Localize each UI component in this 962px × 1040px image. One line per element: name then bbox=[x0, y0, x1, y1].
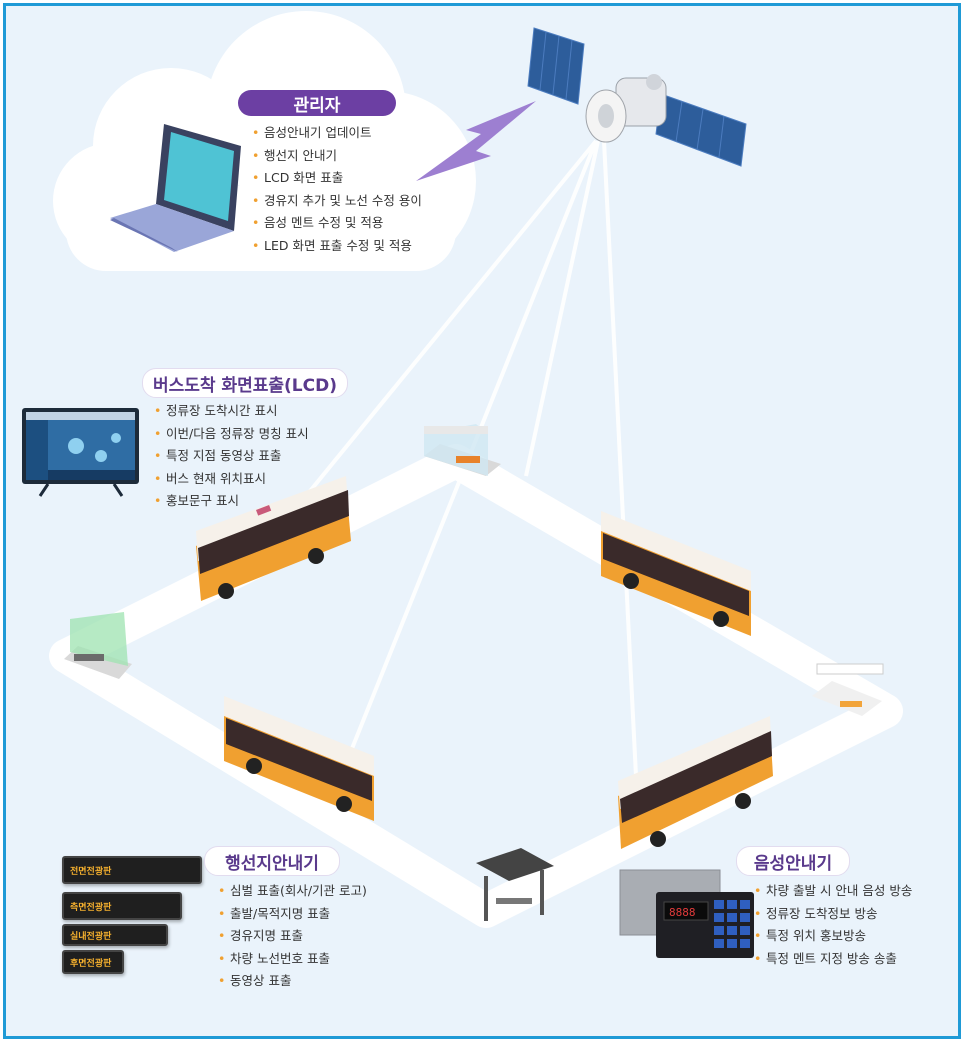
lcd-feature-list: 정류장 도착시간 표시 이번/다음 정류장 명칭 표시 특정 지점 동영상 표출… bbox=[154, 400, 309, 513]
list-item: LCD 화면 표출 bbox=[252, 167, 422, 190]
led-sign-icon: 전면전광판 bbox=[62, 856, 202, 884]
list-item: 정류장 도착시간 표시 bbox=[154, 400, 309, 423]
led-sign-icon: 후면전광판 bbox=[62, 950, 124, 974]
list-item: 특정 지점 동영상 표출 bbox=[154, 445, 309, 468]
led-sign-icon: 실내전광판 bbox=[62, 924, 168, 946]
led-sign-icon: 측면전광판 bbox=[62, 892, 182, 920]
list-item: 특정 멘트 지정 방송 송출 bbox=[754, 948, 912, 971]
bus-shelter-icon bbox=[812, 663, 884, 716]
bus-icon bbox=[601, 511, 751, 636]
list-item: 특정 위치 홍보방송 bbox=[754, 925, 912, 948]
list-item: LED 화면 표출 수정 및 적용 bbox=[252, 235, 422, 258]
list-item: 음성안내기 업데이트 bbox=[252, 122, 422, 145]
list-item: 버스 현재 위치표시 bbox=[154, 468, 309, 491]
bus-icon bbox=[618, 716, 773, 849]
list-item: 심벌 표출(회사/기관 로고) bbox=[218, 880, 367, 903]
lcd-monitor-icon bbox=[22, 408, 139, 497]
list-item: 차량 노선번호 표출 bbox=[218, 948, 367, 971]
bus-shelter-icon bbox=[424, 424, 501, 476]
list-item: 동영상 표출 bbox=[218, 970, 367, 993]
laptop-icon bbox=[110, 124, 241, 252]
bus-icon bbox=[196, 476, 351, 601]
list-item: 경유지명 표출 bbox=[218, 925, 367, 948]
voice-device-icon: 8888 bbox=[619, 869, 754, 958]
list-item: 차량 출발 시 안내 음성 방송 bbox=[754, 880, 912, 903]
bus-shelter-icon bbox=[476, 848, 554, 921]
voice-feature-list: 차량 출발 시 안내 음성 방송 정류장 도착정보 방송 특정 위치 홍보방송 … bbox=[754, 880, 912, 970]
admin-title: 관리자 bbox=[238, 90, 396, 116]
list-item: 음성 멘트 수정 및 적용 bbox=[252, 212, 422, 235]
destination-feature-list: 심벌 표출(회사/기관 로고) 출발/목적지명 표출 경유지명 표출 차량 노선… bbox=[218, 880, 367, 993]
list-item: 경유지 추가 및 노선 수정 용이 bbox=[252, 190, 422, 213]
bus-icon bbox=[224, 696, 374, 821]
svg-text:8888: 8888 bbox=[669, 906, 696, 919]
lcd-title: 버스도착 화면표출(LCD) bbox=[142, 368, 348, 398]
list-item: 정류장 도착정보 방송 bbox=[754, 903, 912, 926]
destination-title: 행선지안내기 bbox=[204, 846, 340, 876]
satellite-icon bbox=[527, 27, 747, 167]
admin-feature-list: 음성안내기 업데이트 행선지 안내기 LCD 화면 표출 경유지 추가 및 노선… bbox=[252, 122, 422, 257]
road bbox=[49, 444, 903, 928]
bus-shelter-icon bbox=[64, 612, 132, 679]
list-item: 출발/목적지명 표출 bbox=[218, 903, 367, 926]
voice-title: 음성안내기 bbox=[736, 846, 850, 876]
list-item: 이번/다음 정류장 명칭 표시 bbox=[154, 423, 309, 446]
wireless-link-icon bbox=[416, 101, 536, 181]
list-item: 홍보문구 표시 bbox=[154, 490, 309, 513]
list-item: 행선지 안내기 bbox=[252, 145, 422, 168]
diagram-frame: 8888 관리자 음성안내기 업데이트 행선지 안내기 LCD 화면 표출 경유… bbox=[3, 3, 961, 1039]
